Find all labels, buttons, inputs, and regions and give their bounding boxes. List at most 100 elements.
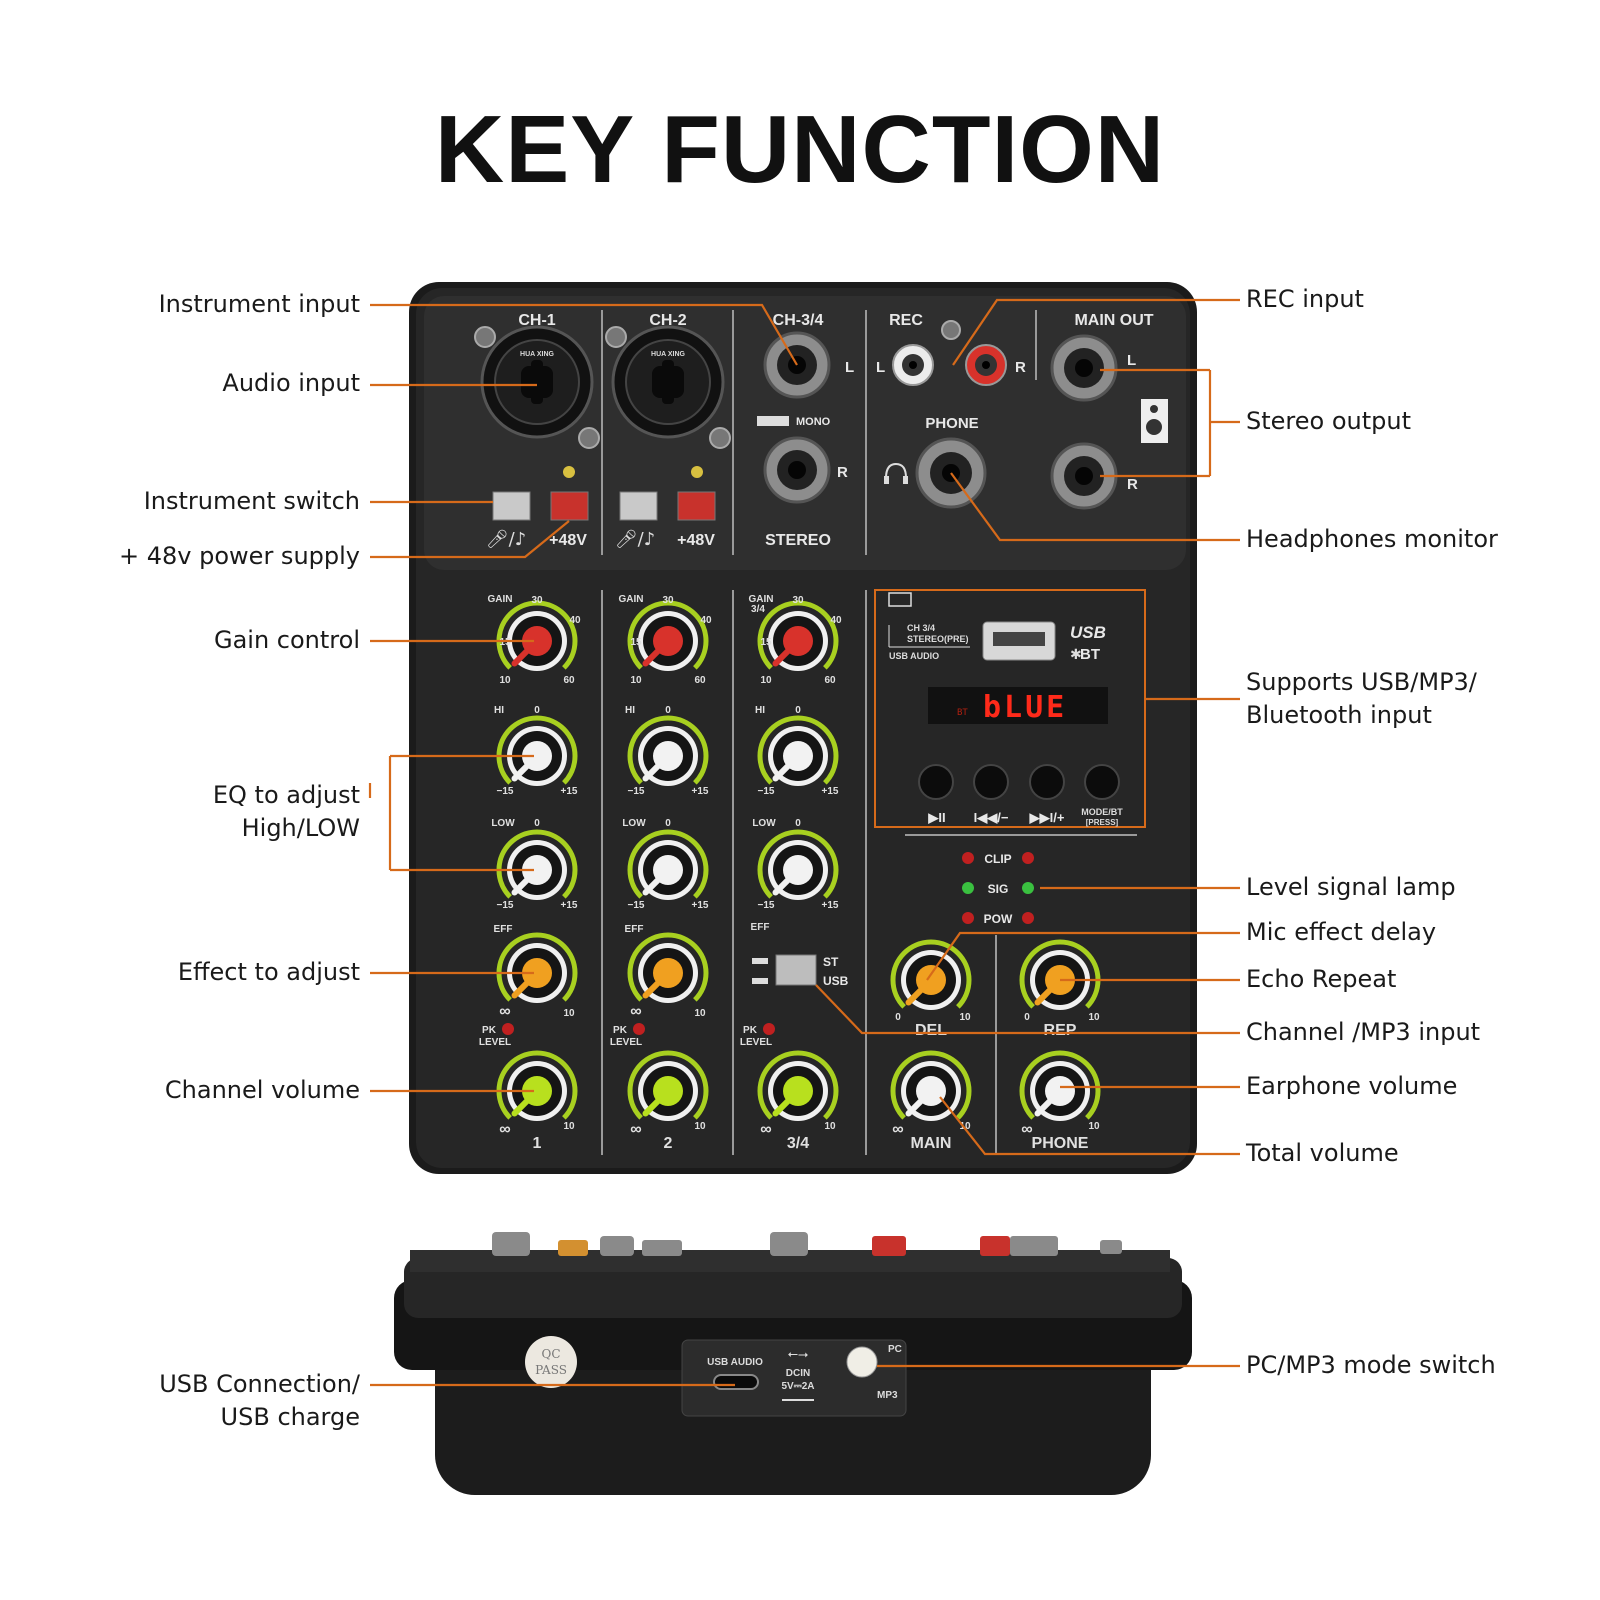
callout-total-volume: Total volume xyxy=(1246,1139,1399,1167)
ch34-hi-knob[interactable] xyxy=(757,715,839,786)
ch1-48v-label: +48V xyxy=(549,532,587,549)
play-pause-label: ▶II xyxy=(927,810,945,825)
ch1-low-max: +15 xyxy=(561,900,578,911)
switch-down-icon xyxy=(752,978,768,984)
ch34-vol-min: ∞ xyxy=(760,1121,771,1138)
st-usb-switch[interactable] xyxy=(775,954,817,986)
ch34-hi-min: −15 xyxy=(758,786,775,797)
ch1-hi-knob[interactable] xyxy=(496,715,578,786)
ch2-volume-knob[interactable] xyxy=(627,1050,709,1121)
callout-instrument-input: Instrument input xyxy=(158,290,360,318)
callout-channel-volume: Channel volume xyxy=(164,1076,360,1104)
ch34-volume-knob[interactable] xyxy=(757,1050,839,1121)
ch34-jack-r[interactable] xyxy=(763,436,831,504)
ch2-gain-knob[interactable] xyxy=(627,600,709,671)
ch1-eff-knob[interactable] xyxy=(496,932,578,1003)
ch34-gain-30: 30 xyxy=(792,595,804,606)
ch1-eff-min: ∞ xyxy=(499,1003,510,1020)
ch1-gain-40: 40 xyxy=(569,615,581,626)
ch1-gain-15: 15 xyxy=(499,637,511,648)
ch2-instrument-switch[interactable] xyxy=(619,491,658,521)
ch2-xlr-jack[interactable] xyxy=(605,325,731,449)
ch34-gain-knob[interactable] xyxy=(757,600,839,671)
next-button[interactable] xyxy=(1029,764,1065,800)
phone-vol-max: 10 xyxy=(1088,1121,1100,1132)
prev-button[interactable] xyxy=(973,764,1009,800)
led-display xyxy=(928,687,1108,724)
ch1-low-knob[interactable] xyxy=(496,829,578,900)
ch2-48v-label: +48V xyxy=(677,532,715,549)
main-label: MAIN xyxy=(911,1135,952,1152)
ch1-hi-max: +15 xyxy=(561,786,578,797)
ch1-instrument-switch[interactable] xyxy=(492,491,531,521)
switch-up-icon xyxy=(752,958,768,964)
ch2-48v-switch[interactable] xyxy=(677,491,716,521)
callout-mic-delay: Mic effect delay xyxy=(1246,918,1437,946)
pc-mp3-button[interactable] xyxy=(846,1346,878,1378)
ch1-xlr-jack[interactable] xyxy=(474,325,600,449)
phone-volume-knob[interactable] xyxy=(1019,1050,1101,1121)
rep-label: REP xyxy=(1044,1022,1077,1039)
ch2-pk-led xyxy=(633,1023,645,1035)
rec-label: REC xyxy=(889,312,923,329)
ch34-pk-led xyxy=(763,1023,775,1035)
callout-usb-connection: USB Connection/ USB charge xyxy=(159,1368,360,1434)
play-pause-button[interactable] xyxy=(918,764,954,800)
rec-rca-l[interactable] xyxy=(892,344,934,386)
headphone-icon xyxy=(884,462,908,484)
main-vol-min: ∞ xyxy=(892,1121,903,1138)
ch2-low-label: LOW xyxy=(622,818,646,829)
bt-logo: BT xyxy=(1080,646,1100,663)
ch2-eff-knob[interactable] xyxy=(627,932,709,1003)
ch2-vol-min: ∞ xyxy=(630,1121,641,1138)
display-text: bLUE xyxy=(983,690,1067,725)
callout-eq-line1: EQ to adjust xyxy=(212,781,360,809)
ch34-low-label: LOW xyxy=(752,818,776,829)
ch34-vol-max: 10 xyxy=(824,1121,836,1132)
usb-bt-module xyxy=(874,589,1146,828)
mode-bt-button[interactable] xyxy=(1084,764,1120,800)
eff-label-ch34: EFF xyxy=(751,922,770,933)
pow-led-r xyxy=(1022,912,1034,924)
ch2-low-knob[interactable] xyxy=(627,829,709,900)
ch2-eff-label: EFF xyxy=(625,924,644,935)
ch1-48v-switch[interactable] xyxy=(550,491,589,521)
callout-instrument-switch: Instrument switch xyxy=(143,487,360,515)
dcin-spec-label: 5V⎓2A xyxy=(782,1381,815,1392)
ch34-label: CH-3/4 xyxy=(773,312,824,329)
callout-channel-mp3: Channel /MP3 input xyxy=(1246,1018,1481,1046)
callout-stereo-output: Stereo output xyxy=(1246,407,1411,435)
clip-label: CLIP xyxy=(984,852,1011,866)
callout-level-lamp: Level signal lamp xyxy=(1246,873,1456,901)
ch34-gain-10: 10 xyxy=(760,675,772,686)
del-knob[interactable] xyxy=(890,939,972,1010)
ch1-gain-knob[interactable] xyxy=(496,600,578,671)
ch2-low-min: −15 xyxy=(628,900,645,911)
ch34-low-knob[interactable] xyxy=(757,829,839,900)
ch1-volume-knob[interactable] xyxy=(496,1050,578,1121)
ch2-hi-label: HI xyxy=(625,705,635,716)
mp3-label: MP3 xyxy=(877,1390,898,1401)
ch34-level-label: LEVEL xyxy=(740,1037,772,1048)
ch2-hi-max: +15 xyxy=(692,786,709,797)
callout-usb-line1: USB Connection/ xyxy=(159,1370,360,1398)
bluetooth-icon: ✱ xyxy=(1070,647,1082,663)
main-vol-max: 10 xyxy=(959,1121,971,1132)
speaker-icon xyxy=(1141,399,1168,443)
ch2-label: CH-2 xyxy=(649,312,686,329)
main-out-r-label: R xyxy=(1127,476,1138,493)
ch2-hi-knob[interactable] xyxy=(627,715,709,786)
ch2-mic-guitar-icon: 🎤︎/♪ xyxy=(615,529,655,550)
usb-c-port[interactable] xyxy=(713,1374,759,1390)
ch2-eff-max: 10 xyxy=(694,1008,706,1019)
rec-rca-r[interactable] xyxy=(965,344,1007,386)
computer-icon xyxy=(888,592,912,607)
rec-r-label: R xyxy=(1015,359,1026,376)
callout-gain-control: Gain control xyxy=(213,626,360,654)
clip-led-r xyxy=(1022,852,1034,864)
callout-phantom-power: + 48v power supply xyxy=(119,542,360,570)
main-out-jack-l[interactable] xyxy=(1050,334,1118,402)
stereo-label: STEREO xyxy=(765,532,831,549)
ch1-vol-max: 10 xyxy=(563,1121,575,1132)
